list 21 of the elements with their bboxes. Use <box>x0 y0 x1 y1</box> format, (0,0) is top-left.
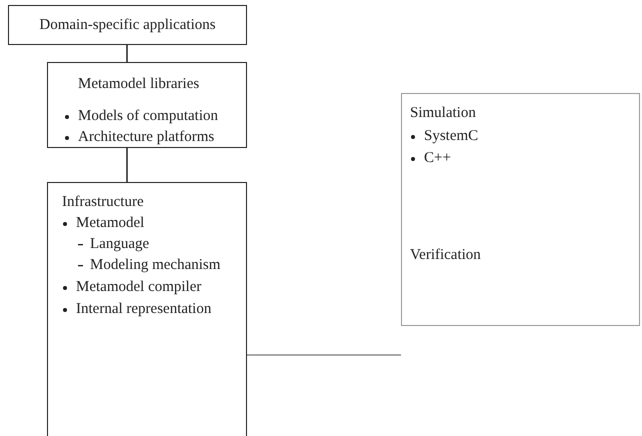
text-box <box>47 62 247 148</box>
list-item: Internal representation <box>76 300 212 318</box>
list-item: Modeling mechanism <box>90 256 220 274</box>
connector-line <box>126 148 128 182</box>
heading-text: Simulation <box>410 104 476 122</box>
list-item: Language <box>90 235 150 253</box>
list-item: SystemC <box>424 127 478 145</box>
heading-text: Domain-specific applications <box>38 16 217 34</box>
connector-line <box>247 354 401 356</box>
heading-text: Metamodel libraries <box>78 75 200 93</box>
heading-text: Verification <box>410 246 481 264</box>
list-item: Metamodel <box>76 214 144 232</box>
list-item: C++ <box>424 149 451 167</box>
connector-line <box>126 45 128 62</box>
text-box <box>8 5 247 45</box>
text-box <box>47 182 247 436</box>
list-item: Architecture platforms <box>78 128 214 146</box>
text-box <box>401 93 640 326</box>
list-item: Models of computation <box>78 107 218 125</box>
heading-text: Infrastructure <box>62 193 144 211</box>
list-item: Metamodel compiler <box>76 278 202 296</box>
